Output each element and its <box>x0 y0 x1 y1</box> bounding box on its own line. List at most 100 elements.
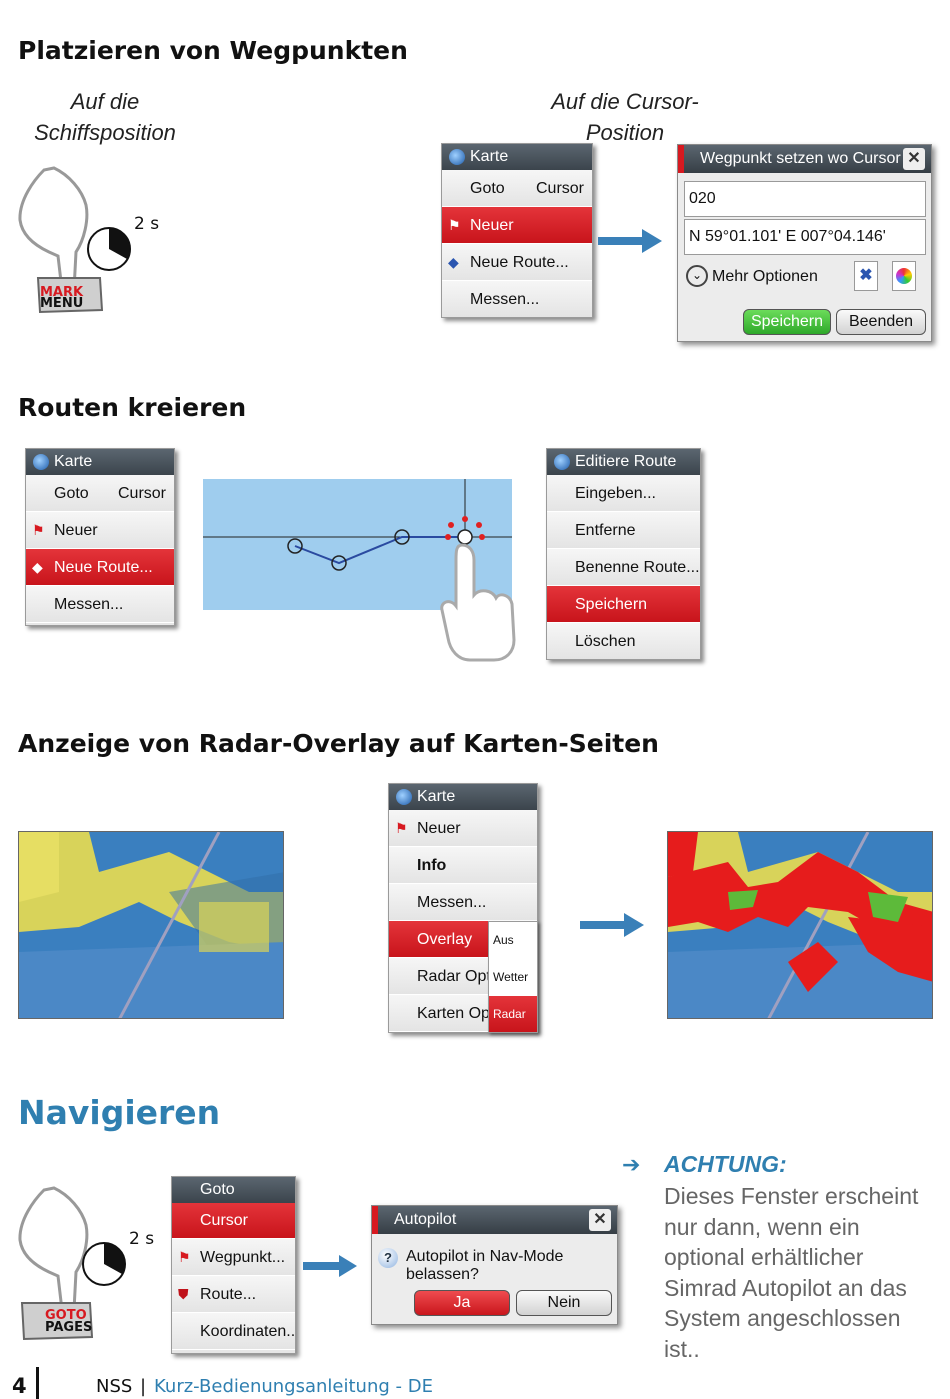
edit-route-menu-title: Editiere Route <box>575 453 677 470</box>
chart-menu-routes: Karte Goto Cursor ⚑Neuer Wegpunkt... ◆Neu… <box>25 448 175 626</box>
caption-cursor-position: Auf die Cursor-Position <box>551 89 699 145</box>
menu-item-goto[interactable]: Goto Cursor <box>26 475 174 512</box>
menu-item-save[interactable]: Speichern <box>547 586 700 623</box>
page-number: 4 <box>12 1374 27 1398</box>
menu-item-rename-route[interactable]: Benenne Route... <box>547 549 700 586</box>
footer-separator: | <box>140 1376 147 1397</box>
menu-item-coordinates[interactable]: Koordinaten... <box>172 1313 295 1350</box>
hand-press-goto-illustration <box>18 1186 94 1341</box>
flag-icon: ⚑ <box>32 522 45 538</box>
chart-menu-header: Karte <box>442 144 592 170</box>
goto-menu-title: Goto <box>200 1181 235 1198</box>
goto-menu-header: Goto <box>172 1177 295 1203</box>
hand-touch-illustration <box>440 543 516 662</box>
chart-menu-title: Karte <box>54 453 93 470</box>
timer-label: 2 s <box>134 214 160 234</box>
chart-image-plain <box>19 832 283 1018</box>
arrow-right-icon <box>580 913 644 937</box>
menu-item-label: Messen... <box>54 596 124 613</box>
no-button[interactable]: Nein <box>516 1290 612 1316</box>
globe-icon <box>554 454 570 470</box>
caption-ship-position: Auf die Schiffsposition <box>34 89 176 145</box>
dialog-title: Wegpunkt setzen wo Cursor <box>700 150 901 167</box>
chart-with-radar-overlay <box>667 831 933 1019</box>
menu-item-waypoint[interactable]: ⚑ Wegpunkt... <box>172 1239 295 1276</box>
footer-product: NSS <box>96 1376 133 1397</box>
chevron-down-icon[interactable]: ⌄ <box>686 265 708 287</box>
globe-icon <box>396 789 412 805</box>
globe-icon <box>33 454 49 470</box>
note-text: Dieses Fenster erscheint nur dann, wenn … <box>664 1183 919 1362</box>
goto-key-label: GOTO <box>45 1308 87 1323</box>
color-picker-icon[interactable] <box>892 261 916 291</box>
chart-menu-header: Karte <box>26 449 174 475</box>
menu-item-label: Route... <box>200 1286 257 1303</box>
menu-item-info[interactable]: Info <box>389 847 537 884</box>
submenu-item-off[interactable]: Aus <box>489 922 537 959</box>
menu-key-label: MENU <box>40 296 84 311</box>
dialog-header: Wegpunkt setzen wo Cursor✕ <box>678 145 931 173</box>
menu-item-cursor[interactable]: Cursor <box>172 1203 295 1239</box>
section-title-radar: Anzeige von Radar-Overlay auf Karten-Sei… <box>18 729 659 758</box>
submenu-item-radar[interactable]: Radar <box>489 996 537 1032</box>
note-heading: ACHTUNG: <box>664 1151 787 1177</box>
menu-item-label: Goto <box>470 180 505 197</box>
menu-item-new-route[interactable]: ◆Neue Route... <box>442 244 592 281</box>
edit-route-menu-header: Editiere Route <box>547 449 700 475</box>
menu-item-measure[interactable]: Messen... <box>389 884 537 921</box>
menu-item-right-label: Cursor <box>117 485 166 502</box>
chart-menu-header: Karte <box>389 784 537 810</box>
autopilot-question: Autopilot in Nav-Mode belassen? <box>406 1248 564 1283</box>
menu-item-enter[interactable]: Eingeben... <box>547 475 700 512</box>
menu-item-route[interactable]: ⛊ Route... <box>172 1276 295 1313</box>
chart-menu-title: Karte <box>417 788 456 805</box>
menu-item-measure[interactable]: Messen... <box>26 586 174 623</box>
timer-icon <box>82 1242 126 1286</box>
hand-press-mark-illustration <box>18 166 104 314</box>
flag-icon: ⚑ <box>448 217 461 233</box>
question-icon: ? <box>378 1248 398 1268</box>
menu-item-label: Goto <box>54 485 89 502</box>
more-options-link[interactable]: Mehr Optionen <box>712 268 818 285</box>
menu-item-remove-waypoint[interactable]: Entferne Wegpunkt <box>547 512 700 576</box>
chart-image-radar <box>668 832 932 1018</box>
autopilot-dialog: Autopilot ✕ ? Autopilot in Nav-Mode belas… <box>371 1205 618 1325</box>
arrow-right-icon <box>598 229 662 253</box>
goto-menu: Goto Cursor ⚑ Wegpunkt... ⛊ Route... Koord… <box>171 1176 296 1354</box>
menu-item-new-waypoint[interactable]: ⚑Neuer Wegpunkt... <box>26 512 174 576</box>
save-button[interactable]: Speichern <box>743 309 831 335</box>
cancel-button[interactable]: Beenden <box>836 309 926 335</box>
route-icon: ◆ <box>32 559 43 575</box>
chart-without-overlay <box>18 831 284 1019</box>
waypoint-name-field[interactable]: 020 <box>684 181 926 217</box>
waypoint-icon: ⚑ <box>178 1249 191 1265</box>
close-icon[interactable]: ✕ <box>589 1209 611 1231</box>
menu-item-new-route[interactable]: ◆Neue Route... <box>26 549 174 586</box>
footer-doc-title: Kurz-Bedienungsanleitung - DE <box>154 1376 433 1397</box>
yes-button[interactable]: Ja <box>414 1290 510 1316</box>
symbol-picker-icon[interactable]: ✖ <box>854 261 878 291</box>
submenu-item-weather[interactable]: Wetter <box>489 959 537 996</box>
dialog-header: Autopilot ✕ <box>372 1206 617 1234</box>
pages-key-label: PAGES <box>45 1320 93 1335</box>
waypoint-position-field[interactable]: N 59°01.101' E 007°04.146' <box>684 219 926 255</box>
route-icon: ◆ <box>448 254 459 270</box>
globe-icon <box>449 149 465 165</box>
menu-item-measure[interactable]: Messen... <box>442 281 592 317</box>
edit-route-menu: Editiere Route Eingeben... Entferne Wegp… <box>546 448 701 660</box>
overlay-submenu: Aus Wetter Radar <box>488 921 538 1033</box>
route-line-drawing <box>203 479 512 610</box>
menu-item-label: Wegpunkt... <box>200 1249 286 1266</box>
route-shield-icon: ⛊ <box>178 1286 189 1302</box>
note-arrow-icon: ➔ <box>622 1152 641 1177</box>
timer-label: 2 s <box>129 1229 155 1249</box>
close-icon[interactable]: ✕ <box>903 148 925 170</box>
footer-divider <box>36 1367 39 1399</box>
menu-item-delete[interactable]: Löschen <box>547 623 700 659</box>
menu-item-label: Messen... <box>470 291 540 308</box>
dialog-title: Autopilot <box>394 1211 457 1228</box>
menu-item-new-waypoint[interactable]: ⚑Neuer Wegpunkt... <box>389 810 537 874</box>
menu-item-new-waypoint[interactable]: ⚑Neuer Wegpunkt... <box>442 207 592 271</box>
